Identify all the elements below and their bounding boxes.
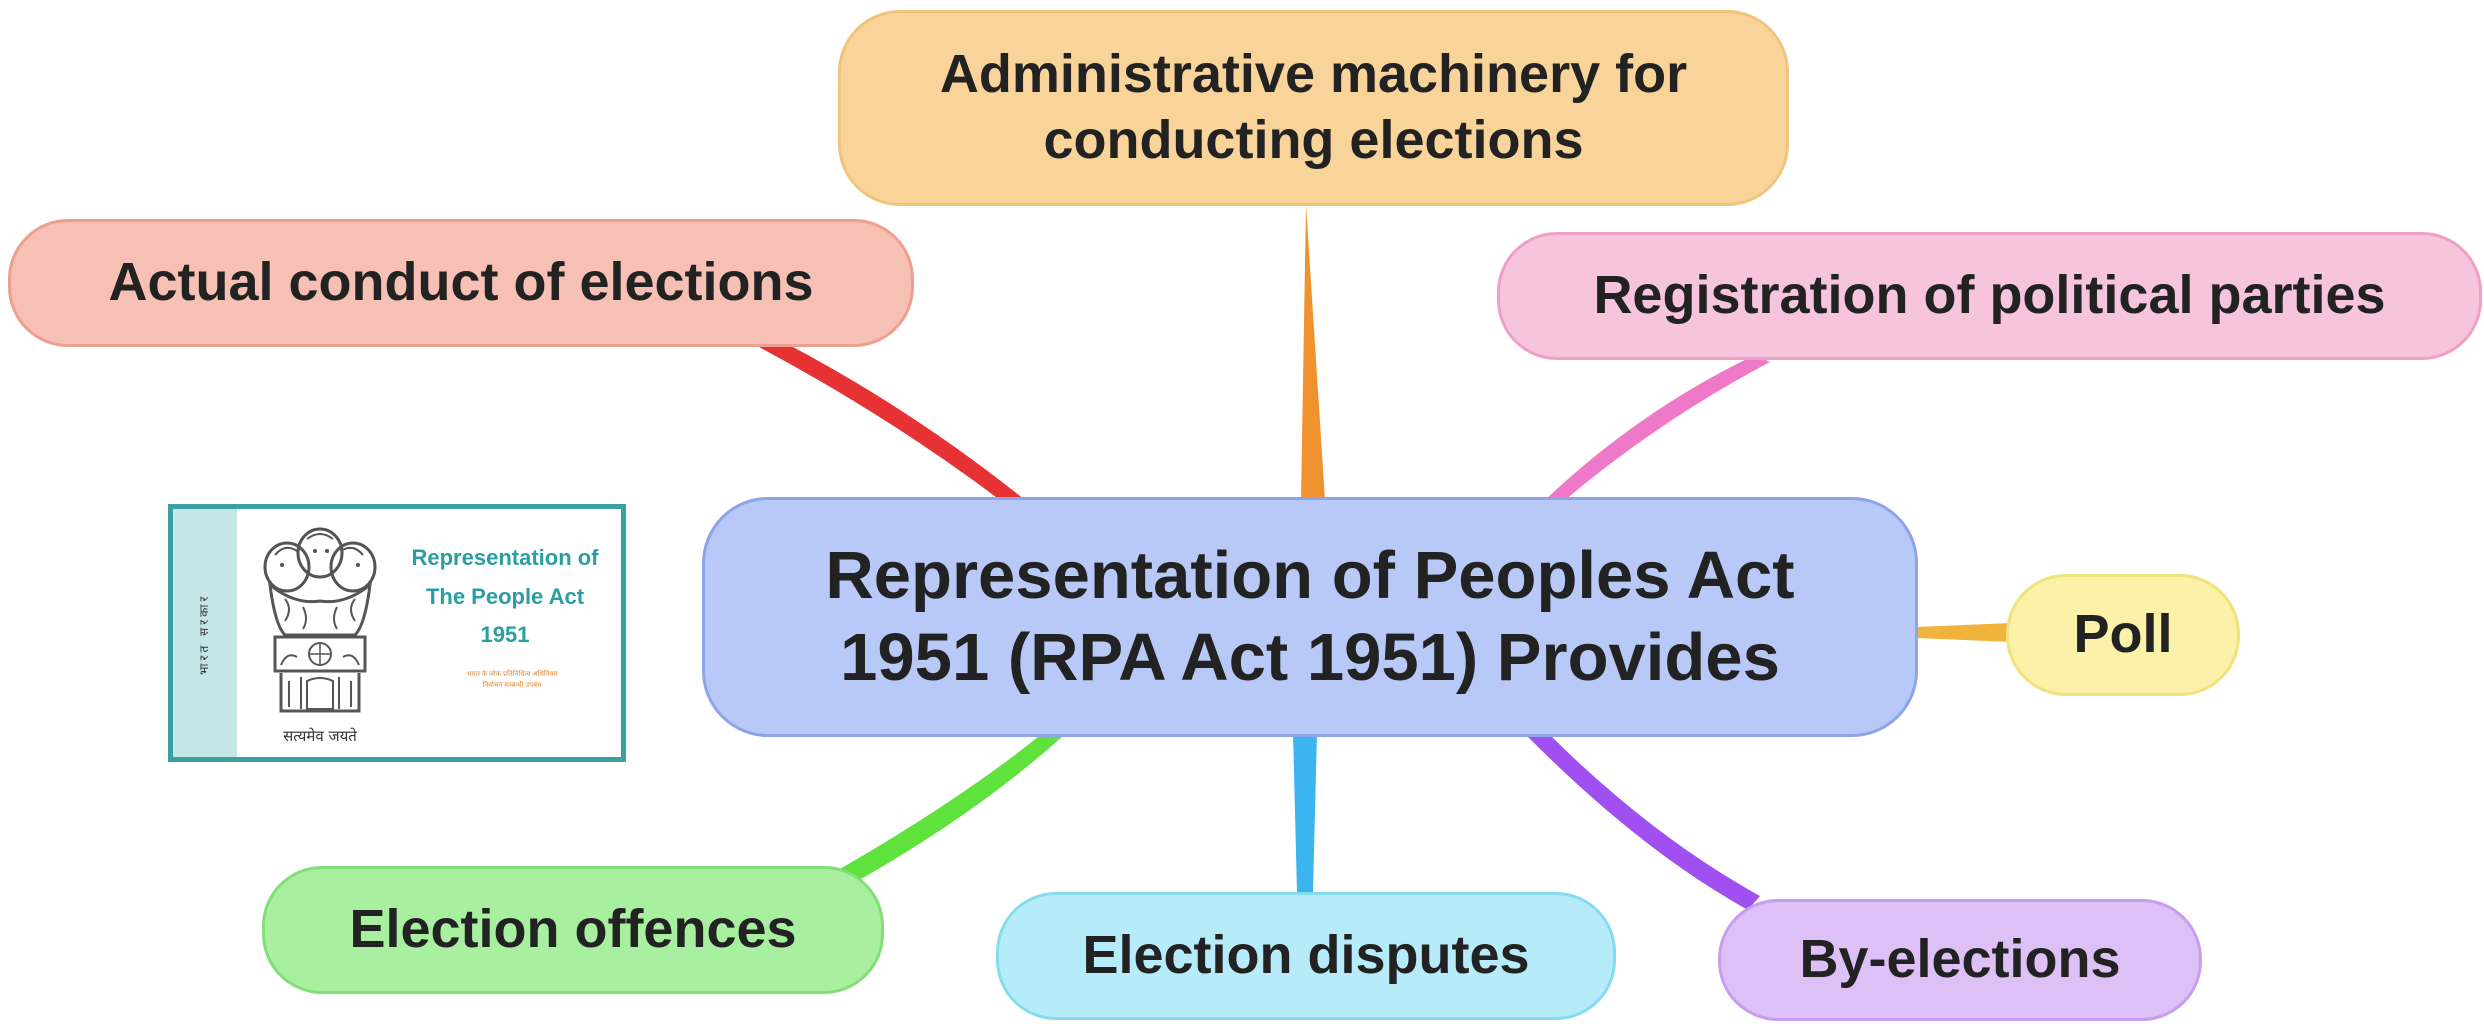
branch-by-elections: By-elections <box>1718 899 2202 1021</box>
connector-dispute <box>1293 733 1317 892</box>
branch-election-offences: Election offences <box>262 866 884 994</box>
emblem-fine-print: भारत के लोक प्रतिनिधित्व अधिनियम निर्वाच… <box>407 669 617 691</box>
connector-offence <box>838 733 1063 884</box>
connector-conduct <box>742 330 1025 500</box>
branch-poll: Poll <box>2006 574 2240 696</box>
branch-actual-conduct: Actual conduct of elections <box>8 219 914 347</box>
emblem-title-line-3: 1951 <box>480 622 530 647</box>
emblem-fine-line-1: भारत के लोक प्रतिनिधित्व अधिनियम <box>466 671 558 678</box>
emblem-fine-line-2: निर्वाचन सम्बन्धी उपबंध <box>482 682 542 690</box>
connector-bye <box>1526 733 1760 910</box>
branch-registration-parties: Registration of political parties <box>1497 232 2482 360</box>
connector-poll <box>1916 623 2012 642</box>
emblem-motto: सत्यमेव जयते <box>283 727 357 745</box>
branch-admin-line-2: conducting elections <box>1043 110 1584 170</box>
branch-administrative-machinery: Administrative machinery for conducting … <box>838 10 1789 206</box>
branch-election-disputes: Election disputes <box>996 892 1616 1020</box>
emblem-title-line-2: The People Act <box>425 583 585 609</box>
central-topic: Representation of Peoples Act 1951 (RPA … <box>702 497 1918 737</box>
central-topic-line-2: 1951 (RPA Act 1951) Provides <box>840 620 1780 695</box>
connector-admin <box>1301 205 1325 500</box>
central-topic-line-1: Representation of Peoples Act <box>825 538 1795 614</box>
emblem-image-card: भारत सरकार सत्यमेव जयते Re <box>168 504 626 762</box>
emblem-title-line-1: Representation of <box>411 545 599 570</box>
emblem-card-title: Representation of The People Act 1951 <box>385 539 621 655</box>
branch-admin-line-1: Administrative machinery for <box>939 44 1688 105</box>
connector-party <box>1545 355 1770 500</box>
national-emblem-icon: सत्यमेव जयते <box>263 527 377 745</box>
emblem-side-strip: भारत सरकार <box>173 509 237 757</box>
emblem-strip-text: भारत सरकार <box>197 593 211 675</box>
